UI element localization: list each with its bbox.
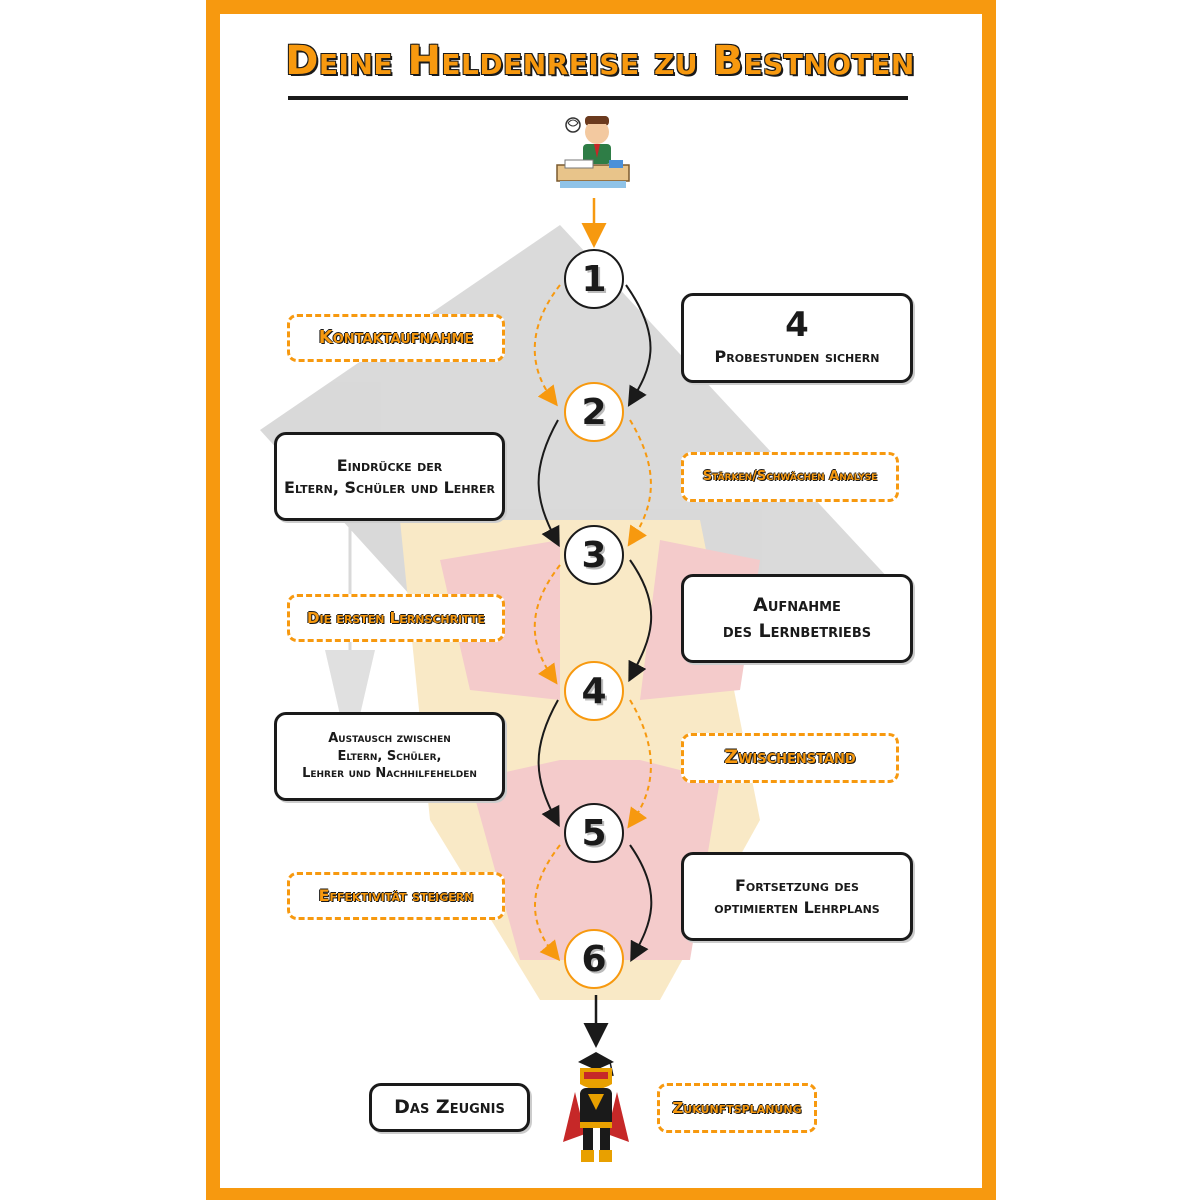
eindruecke-line-1: Eindrücke der [337, 455, 443, 477]
probestunden-number: 4 [785, 308, 809, 342]
austausch-line-2: Eltern, Schüler, [338, 748, 442, 766]
zwischenstand-label: Zwischenstand [724, 745, 855, 771]
fortsetzung-line-1: Fortsetzung des [735, 875, 859, 897]
probestunden-box: 4 Probestunden sichern [681, 293, 913, 383]
aufnahme-box: Aufnahme des Lernbetriebs [681, 574, 913, 663]
austausch-line-1: Austausch zwischen [328, 730, 451, 748]
step-5-circle: 5 [564, 803, 624, 863]
austausch-line-3: Lehrer und Nachhilfehelden [302, 765, 477, 783]
student-at-desk-icon [557, 116, 629, 188]
step-4-circle: 4 [564, 661, 624, 721]
staerken-box: Stärken/Schwächen Analyse [681, 452, 899, 502]
probestunden-label: Probestunden sichern [715, 346, 880, 368]
lernschritte-box: Die ersten Lernschritte [287, 594, 505, 642]
eindruecke-box: Eindrücke der Eltern, Schüler und Lehrer [274, 432, 505, 521]
zwischenstand-box: Zwischenstand [681, 733, 899, 783]
zukunftsplanung-box: Zukunftsplanung [657, 1083, 817, 1133]
zeugnis-label: Das Zeugnis [394, 1095, 505, 1121]
fortsetzung-line-2: optimierten Lehrplans [714, 897, 879, 919]
eindruecke-line-2: Eltern, Schüler und Lehrer [284, 477, 495, 499]
aufnahme-line-1: Aufnahme [753, 593, 841, 619]
kontaktaufnahme-box: Kontaktaufnahme [287, 314, 505, 362]
aufnahme-line-2: des Lernbetriebs [723, 619, 871, 645]
zeugnis-box: Das Zeugnis [369, 1083, 530, 1132]
step-1-circle: 1 [564, 249, 624, 309]
kontaktaufnahme-label: Kontaktaufnahme [319, 326, 473, 350]
effektivitaet-box: Effektivität steigern [287, 872, 505, 920]
zukunftsplanung-label: Zukunftsplanung [672, 1098, 801, 1118]
step-6-circle: 6 [564, 929, 624, 989]
step-2-circle: 2 [564, 382, 624, 442]
effektivitaet-label: Effektivität steigern [319, 885, 474, 907]
fortsetzung-box: Fortsetzung des optimierten Lehrplans [681, 852, 913, 941]
staerken-label: Stärken/Schwächen Analyse [703, 468, 877, 486]
superhero-graduate-icon [563, 1052, 629, 1162]
austausch-box: Austausch zwischen Eltern, Schüler, Lehr… [274, 712, 505, 801]
step-3-circle: 3 [564, 525, 624, 585]
lernschritte-label: Die ersten Lernschritte [307, 608, 485, 628]
